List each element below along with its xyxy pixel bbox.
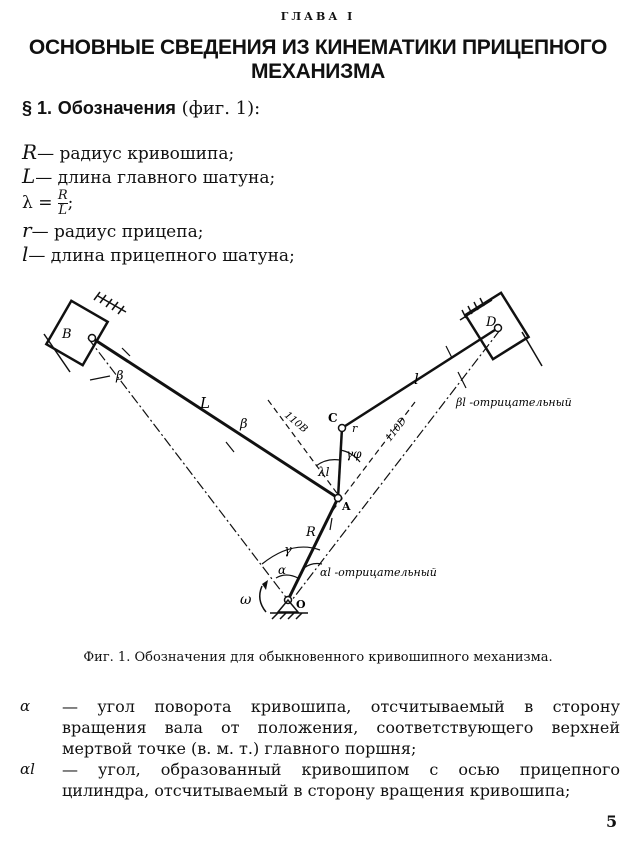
definition-text: — длина главного шатуна; <box>35 168 276 188</box>
fraction-numerator: R <box>57 188 68 203</box>
label-beta-l: βl -отрицательный <box>455 396 572 409</box>
definition-row: r— радиус прицепа; <box>22 218 295 242</box>
title-line-1: ОСНОВНЫЕ СВЕДЕНИЯ ИЗ КИНЕМАТИКИ ПРИЦЕПНО… <box>28 36 608 59</box>
definitions-list: R— радиус кривошипа; L— длина главного ш… <box>22 140 295 266</box>
label-axis-110D: 110D <box>384 416 409 444</box>
arc-alpha-l <box>303 562 323 569</box>
link-arm-r <box>336 427 344 499</box>
pin-B <box>87 333 97 343</box>
definition-symbol: l <box>22 242 29 266</box>
section-number: § 1. <box>22 98 53 118</box>
definition-end: ; <box>67 193 74 213</box>
pin-D <box>493 323 503 333</box>
definition-row-lambda: λ = R L ; <box>22 188 295 218</box>
link-rod-l <box>341 326 499 430</box>
label-alpha-l: αl -отрицательный <box>320 566 437 579</box>
definition-row: l— длина прицепного шатуна; <box>22 242 295 266</box>
crank-R <box>286 497 340 601</box>
mechanism-diagram: B D C r A O L l R β β βl -отрицательный … <box>43 291 572 620</box>
definition-symbol: R <box>22 140 38 164</box>
arrow-omega <box>262 580 268 590</box>
pin-C <box>337 423 347 433</box>
definition-text: — длина прицепного шатуна; <box>28 246 295 266</box>
list-item-text: — угол, образованный кривошипом с осью п… <box>62 760 620 800</box>
crank-support <box>270 598 308 620</box>
cylinder-axis-right <box>291 329 501 601</box>
definition-symbol: λ <box>22 193 33 213</box>
section-heading: § 1. Обозначения (фиг. 1): <box>22 98 260 119</box>
definition-row: R— радиус кривошипа; <box>22 140 295 164</box>
label-R: R <box>305 525 316 540</box>
page-number: 5 <box>606 812 618 831</box>
label-O: O <box>296 598 306 611</box>
chapter-heading: ГЛАВА I <box>280 10 356 23</box>
label-A: A <box>341 500 351 513</box>
angle-definitions: α — угол поворота кривошипа, отсчитываем… <box>20 696 620 801</box>
cylinder-axis-left <box>87 337 289 601</box>
label-alpha: α <box>278 563 286 577</box>
slider-box-right <box>463 291 531 361</box>
dimension-arrows <box>89 345 467 531</box>
slider-box-left <box>44 299 110 367</box>
definition-text: — радиус прицепа; <box>31 222 204 242</box>
page-title: ОСНОВНЫЕ СВЕДЕНИЯ ИЗ КИНЕМАТИКИ ПРИЦЕПНО… <box>0 36 636 84</box>
list-item: α — угол поворота кривошипа, отсчитываем… <box>20 696 620 759</box>
fraction-denominator: L <box>57 203 68 218</box>
label-L: L <box>199 394 210 412</box>
label-gamma-phi: γφ <box>346 447 362 461</box>
axis-line-110B <box>267 399 343 501</box>
label-omega: ω <box>240 592 252 608</box>
section-note: (фиг. 1): <box>181 98 261 119</box>
arc-omega <box>259 585 267 613</box>
definition-row: L— длина главного шатуна; <box>22 164 295 188</box>
label-beta-2: β <box>239 417 248 432</box>
list-item-symbol: α <box>20 697 31 715</box>
label-C: C <box>328 411 338 425</box>
figure-caption: Фиг. 1. Обозначения для обыкновенного кр… <box>83 650 553 665</box>
list-item: αl — угол, образованный кривошипом с ось… <box>20 759 620 801</box>
list-item-symbol: αl <box>20 760 35 778</box>
wall-hatch-right <box>459 297 543 367</box>
label-B: B <box>61 327 72 342</box>
definition-text: — радиус кривошипа; <box>37 144 235 164</box>
equals-sign: = <box>38 193 53 213</box>
title-line-2: МЕХАНИЗМА <box>250 60 386 83</box>
arc-gamma-phi <box>339 449 361 463</box>
definition-symbol: L <box>22 164 36 188</box>
label-beta: β <box>115 369 124 384</box>
main-rod-L <box>91 336 339 500</box>
label-l: l <box>414 370 419 388</box>
arc-gamma <box>261 546 321 565</box>
label-r: r <box>352 422 358 435</box>
arc-lambda <box>315 459 341 467</box>
list-item-text: — угол поворота кривошипа, отсчитываемый… <box>62 697 620 758</box>
label-axis-110B: 110B <box>282 410 309 435</box>
label-lambda-l: λl <box>317 465 330 479</box>
label-D: D <box>485 315 497 330</box>
fraction: R L <box>57 188 68 218</box>
section-title: Обозначения <box>57 98 176 118</box>
arc-alpha <box>275 574 299 579</box>
pin-A <box>333 493 343 503</box>
label-gamma: γ <box>284 543 292 558</box>
definition-symbol: r <box>22 218 32 242</box>
axis-line-110D <box>329 401 416 515</box>
